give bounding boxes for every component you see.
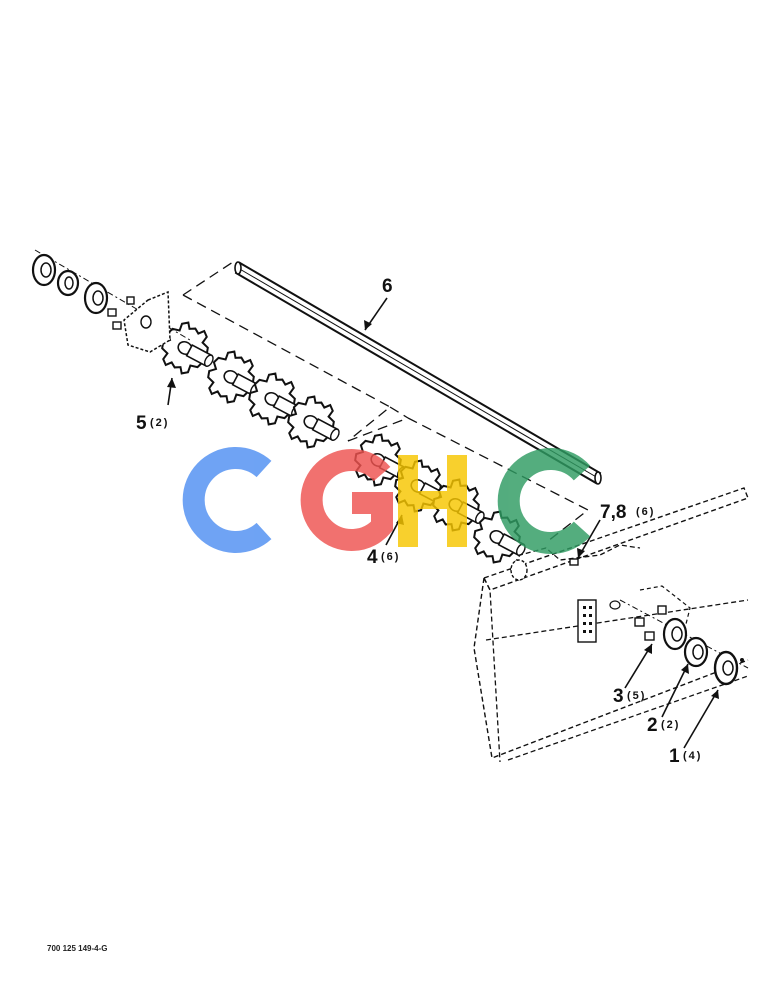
callout-quantity: (5)	[627, 690, 646, 702]
callout-quantity: (6)	[381, 551, 400, 563]
callout-2: 2 (2)	[647, 715, 680, 736]
callout-number: 6	[382, 276, 393, 297]
callout-number: 7,8	[600, 502, 626, 523]
callout-quantity: (2)	[150, 417, 169, 429]
left-bearing-assembly	[31, 249, 191, 353]
callout-number: 3	[613, 686, 624, 707]
callout-7-8: 7,8 (6)	[600, 502, 655, 523]
callout-6: 6	[382, 276, 393, 297]
group-frame-lower	[347, 417, 590, 542]
callout-5: 5 (2)	[136, 413, 169, 434]
callout-3: 3 (5)	[613, 686, 646, 707]
callout-number: 1	[669, 746, 680, 767]
watermark-letter-h	[398, 455, 467, 547]
frame-panel	[473, 487, 749, 763]
callout-number: 2	[647, 715, 658, 736]
watermark-letter-c	[182, 447, 272, 553]
callout-4: 4 (6)	[367, 547, 400, 568]
callout-quantity: (6)	[636, 506, 655, 518]
callout-quantity: (4)	[683, 750, 702, 762]
callout-1: 1 (4)	[669, 746, 702, 767]
bolt-part-7-8	[569, 558, 579, 566]
right-bearing-assembly	[619, 585, 749, 686]
callout-number: 5	[136, 413, 147, 434]
callout-quantity: (2)	[661, 719, 680, 731]
sprocket-set-upper	[153, 315, 351, 459]
watermark-logo	[182, 447, 591, 554]
watermark-letter-c2	[497, 448, 591, 554]
callout-number: 4	[367, 547, 378, 568]
document-id: 700 125 149-4-G	[47, 944, 108, 953]
group-frame-upper	[182, 261, 409, 442]
watermark-letter-g	[300, 449, 393, 551]
hex-shaft	[234, 261, 602, 485]
